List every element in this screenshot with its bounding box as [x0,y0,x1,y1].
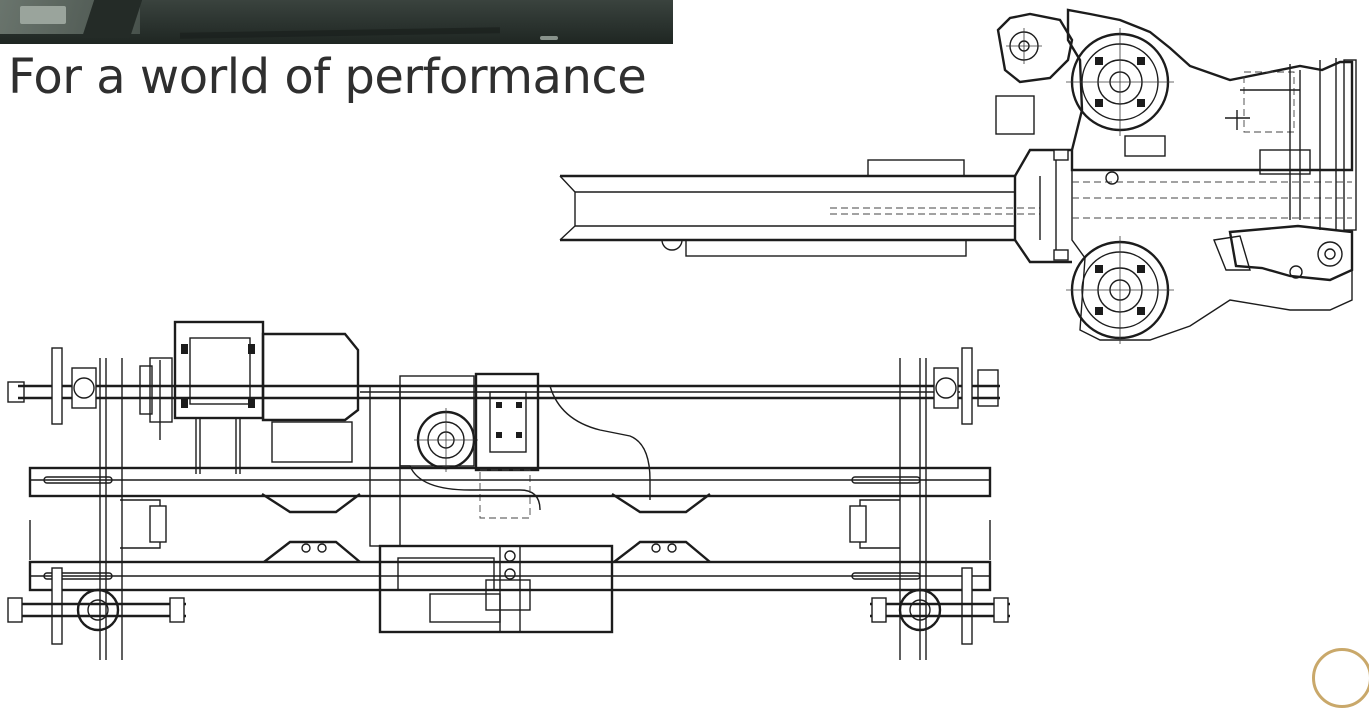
trolley-side-view-drawing [559,8,1357,344]
trolley-top-view-drawing [7,320,1010,660]
photo-bolt [540,36,558,40]
tagline: For a world of performance [8,49,647,105]
photo-highlight [20,6,66,24]
header-photo [0,0,673,44]
technical-drawings [7,8,1357,660]
brand-logo-mark [1312,648,1369,708]
